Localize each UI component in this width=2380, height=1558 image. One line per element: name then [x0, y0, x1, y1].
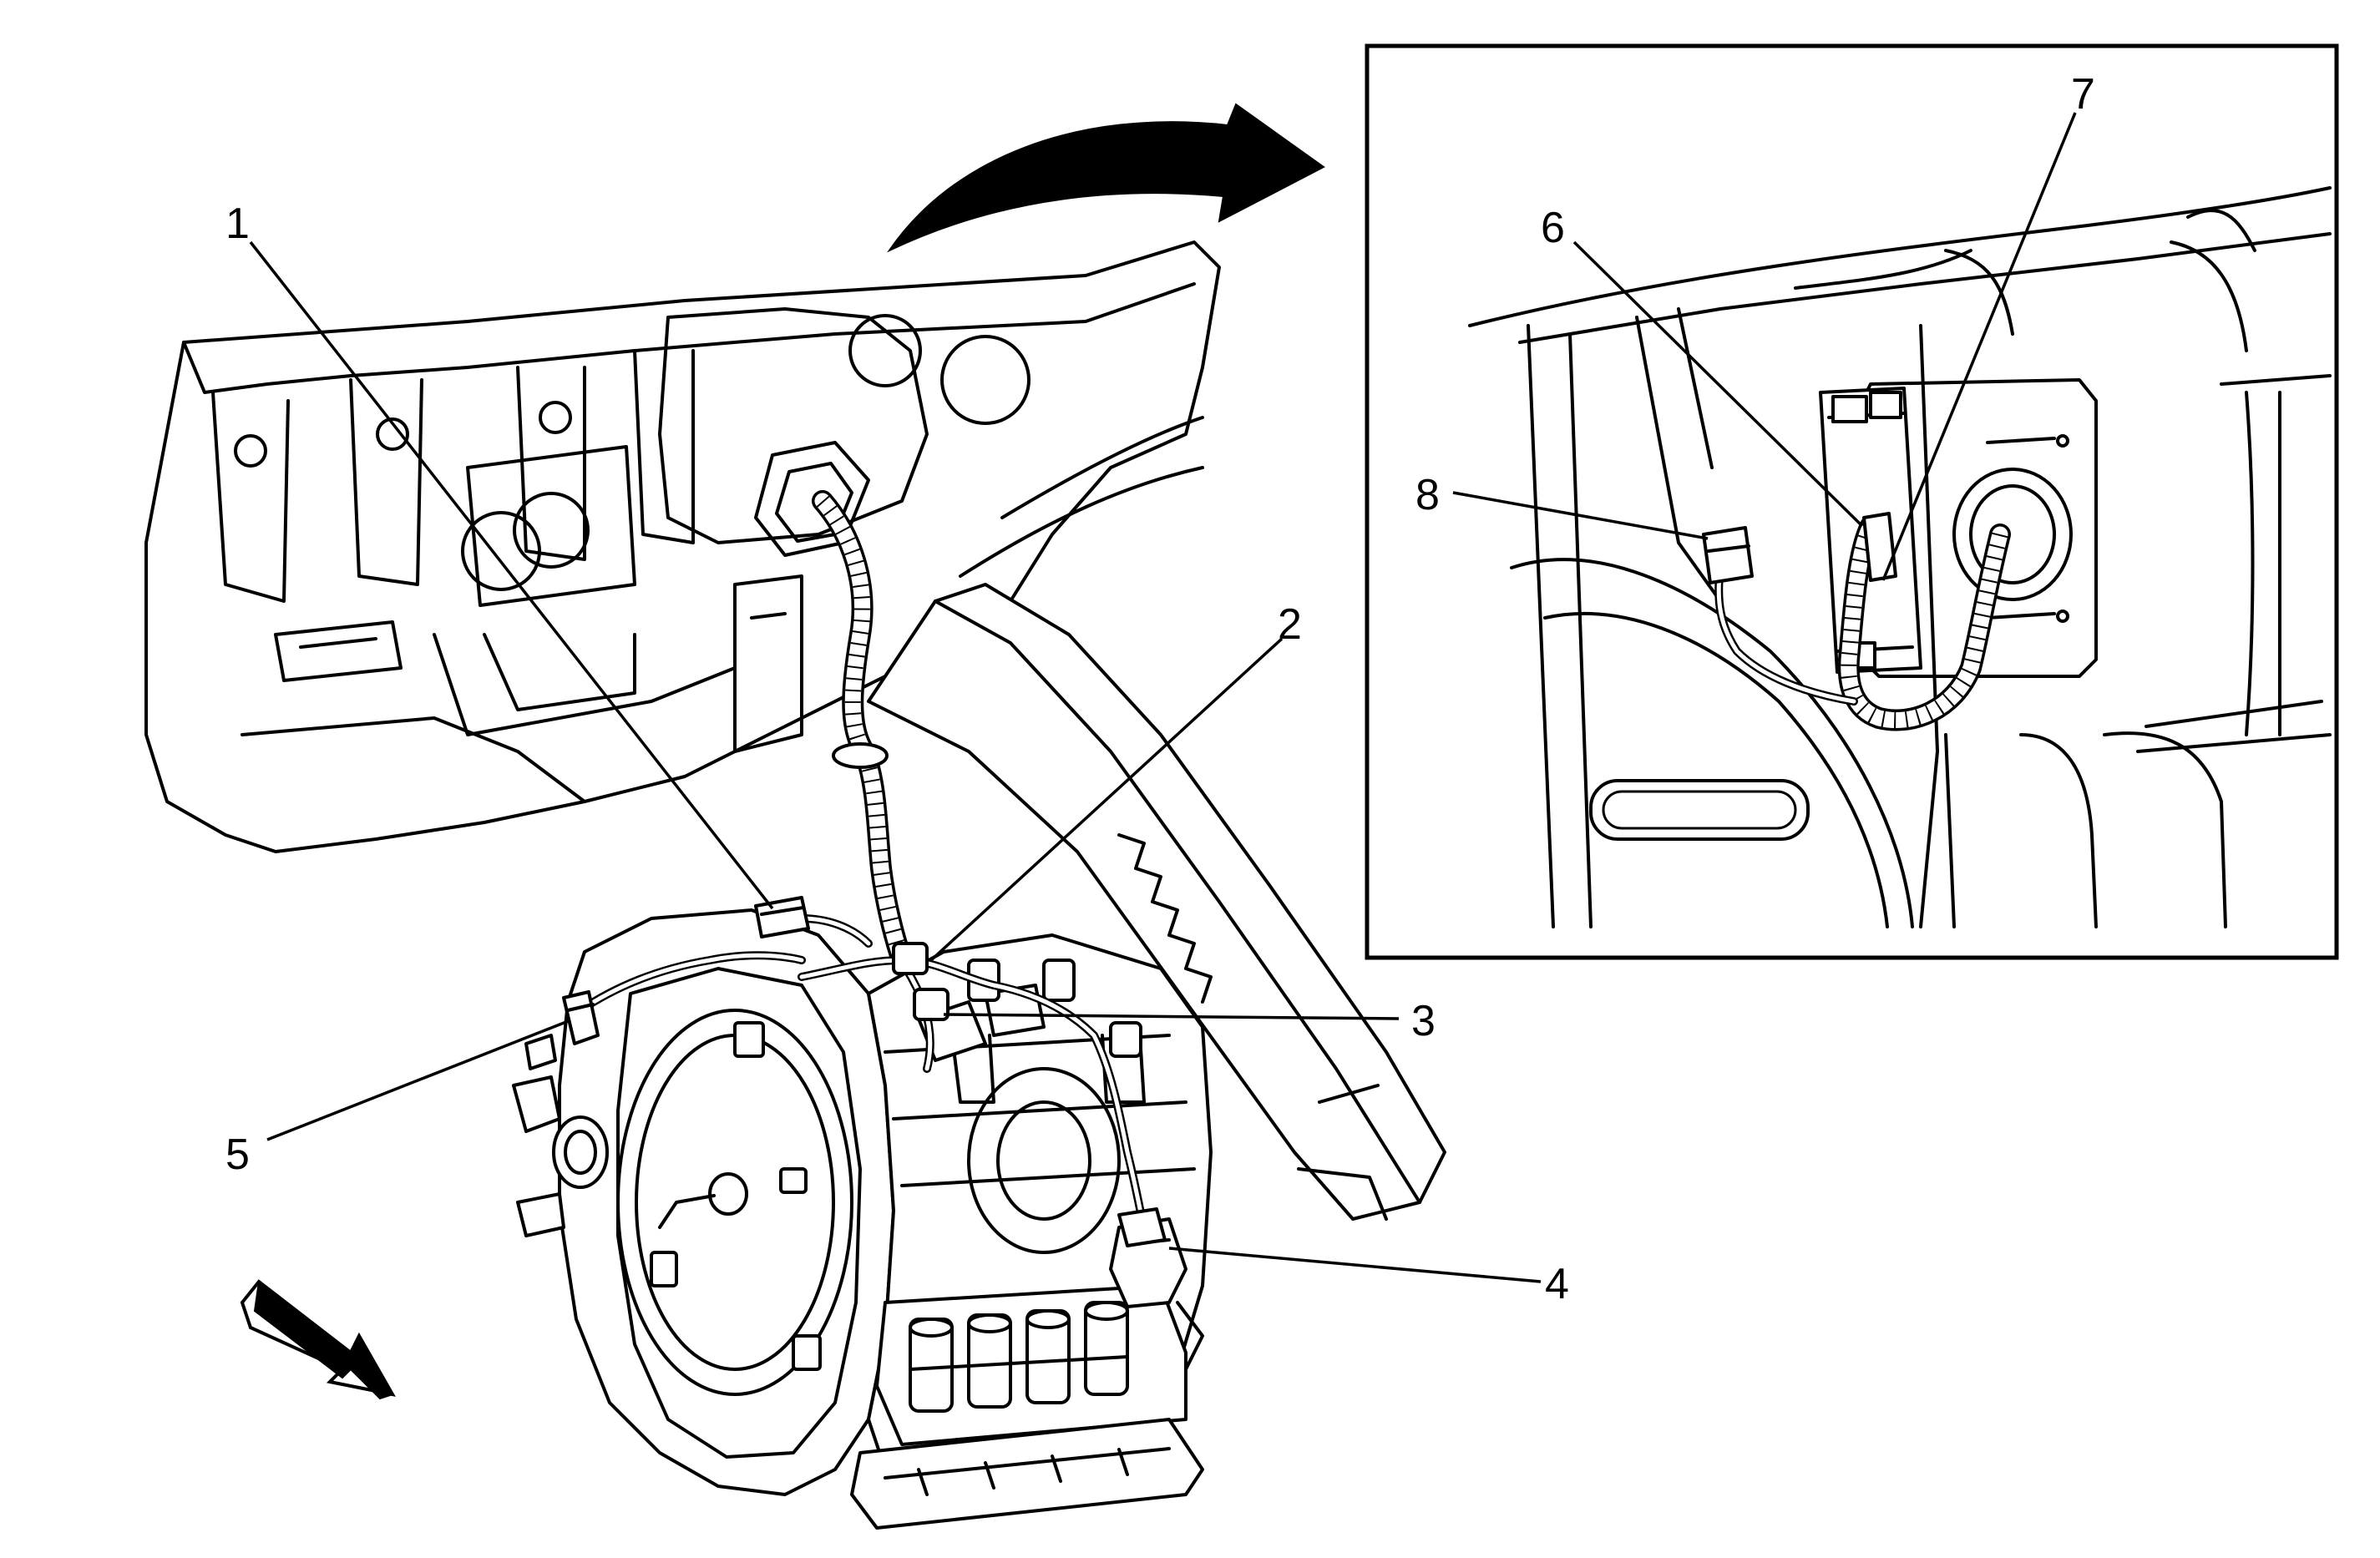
leader-lines — [249, 112, 2077, 1283]
leader-3 — [943, 1013, 1400, 1020]
callout-4: 4 — [1545, 1260, 1569, 1308]
front-direction-arrow-icon — [240, 1279, 396, 1400]
leader-8 — [1452, 491, 1709, 540]
connector-5 — [562, 990, 600, 1045]
leader-7 — [1881, 112, 2077, 581]
callout-2: 2 — [1278, 600, 1302, 649]
leader-1 — [249, 240, 774, 910]
connector-1 — [754, 896, 810, 938]
leader-6 — [1572, 240, 1864, 528]
curved-arrow-icon — [887, 103, 1325, 253]
leader-5 — [266, 1019, 571, 1141]
callout-8: 8 — [1415, 471, 1440, 519]
callout-6: 6 — [1541, 204, 1565, 252]
callout-1: 1 — [225, 200, 250, 248]
callout-5: 5 — [225, 1131, 250, 1179]
detail-inset — [1365, 43, 2339, 960]
frame-rail — [867, 583, 1446, 1221]
wiring-harness — [812, 490, 913, 971]
wheelhouse — [959, 416, 1204, 578]
transmission — [512, 908, 1213, 1530]
callout-labels: 1 2 3 4 5 6 7 8 — [225, 70, 2095, 1308]
callout-3: 3 — [1411, 997, 1436, 1045]
leader-4 — [1168, 1247, 1542, 1283]
leader-2 — [929, 637, 1284, 962]
dash-panel — [144, 240, 1221, 853]
callout-7: 7 — [2071, 70, 2095, 119]
